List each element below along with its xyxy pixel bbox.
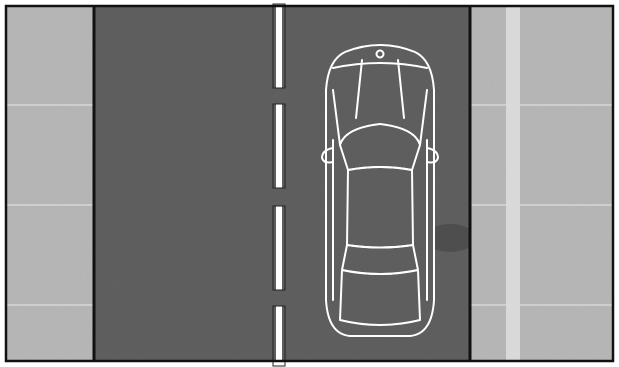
car-top-view-icon bbox=[322, 45, 438, 336]
left-sidewalk bbox=[6, 6, 94, 361]
right-sidewalk bbox=[470, 6, 613, 361]
curb-stripe bbox=[506, 6, 520, 361]
